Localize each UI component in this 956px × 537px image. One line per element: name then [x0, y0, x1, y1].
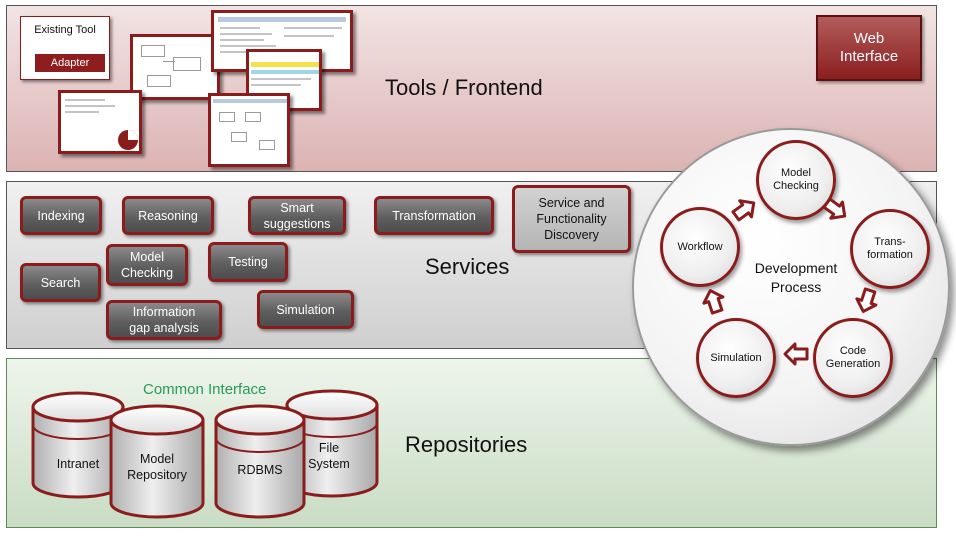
- logo-icon: [118, 130, 138, 150]
- model-repository-label: Model Repository: [127, 452, 187, 482]
- intranet-cylinder[interactable]: [31, 391, 125, 499]
- process-step-transformation[interactable]: Trans- formation: [850, 209, 930, 289]
- process-step-code-generation[interactable]: Code Generation: [813, 318, 893, 398]
- adapter-label: Adapter: [35, 54, 105, 72]
- common-interface-label: Common Interface: [143, 381, 267, 398]
- rdbms-label: RDBMS: [237, 463, 283, 477]
- services-title: Services: [425, 254, 510, 279]
- web-interface-box[interactable]: Web Interface: [816, 15, 922, 81]
- service-functionality-discovery[interactable]: Service and Functionality Discovery: [512, 185, 631, 253]
- service-smart-suggestions[interactable]: Smart suggestions: [248, 196, 346, 235]
- service-simulation[interactable]: Simulation: [257, 290, 354, 329]
- service-indexing[interactable]: Indexing: [20, 196, 102, 235]
- rdbms-cylinder[interactable]: [214, 404, 306, 519]
- model-repository-cylinder[interactable]: [109, 404, 205, 519]
- file-system-cylinder[interactable]: [285, 389, 379, 498]
- service-information-gap-analysis[interactable]: Information gap analysis: [106, 300, 222, 340]
- development-process-title: Development Process: [754, 260, 838, 295]
- intranet-label: Intranet: [56, 457, 100, 471]
- tool-screenshot-thumbnail: [58, 90, 142, 154]
- service-search[interactable]: Search: [20, 263, 101, 302]
- process-step-simulation[interactable]: Simulation: [696, 318, 776, 398]
- existing-tool-label: Existing Tool: [34, 24, 96, 36]
- file-system-label: File System: [308, 441, 350, 471]
- service-testing[interactable]: Testing: [208, 242, 288, 282]
- service-reasoning[interactable]: Reasoning: [122, 196, 214, 235]
- process-step-workflow[interactable]: Workflow: [660, 207, 740, 287]
- process-step-model-checking[interactable]: Model Checking: [756, 140, 836, 220]
- existing-tool-window: Existing Tool Adapter: [20, 16, 110, 80]
- repositories-title: Repositories: [405, 432, 528, 457]
- tools-frontend-title: Tools / Frontend: [385, 75, 543, 100]
- service-model-checking[interactable]: Model Checking: [106, 244, 188, 286]
- tool-screenshot-thumbnail: [208, 93, 290, 167]
- service-transformation[interactable]: Transformation: [374, 196, 494, 235]
